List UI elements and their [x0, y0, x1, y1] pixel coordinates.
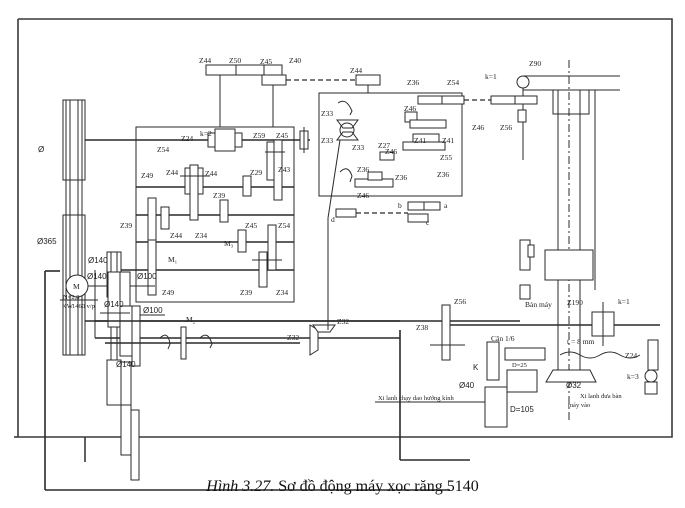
gear-label: Z59 — [253, 131, 265, 140]
gear-label: k=2 — [200, 129, 212, 138]
change-gear-label: d — [331, 215, 335, 224]
spindle-head: Z90 k=1 Z46 Z56 — [95, 59, 620, 420]
gear-label: Z190 — [567, 298, 583, 307]
gear-label: Z36 — [437, 170, 449, 179]
gear-label: Z54 — [447, 78, 459, 87]
gear-label: Z36 — [357, 165, 369, 174]
gear-label: Z24 — [181, 134, 193, 143]
clutch-label: M₁ — [168, 255, 178, 264]
table-cylinder-label-2: máy vào — [568, 402, 590, 409]
gear-label: Z29 — [250, 168, 262, 177]
gear-label: Z45 — [245, 221, 257, 230]
pulley-label: Ø140 — [87, 272, 107, 281]
gear-label: Z46 — [472, 123, 484, 132]
gear-label: Z43 — [278, 165, 290, 174]
figure-caption: Hình 3.27. Sơ đồ động máy xọc răng 5140 — [0, 478, 685, 496]
gear-label: k=3 — [627, 372, 639, 381]
gear-label: Z39 — [120, 221, 132, 230]
pulley-label-365: Ø365 — [37, 237, 57, 246]
gear-label: Z44 — [166, 168, 178, 177]
gear-label: Z45 — [260, 57, 272, 66]
d25-label: D=25 — [512, 362, 527, 369]
gear-label: Z27 — [378, 141, 390, 150]
gear-label: Z34 — [195, 231, 207, 240]
lower-pulleys: Ø140 Ø100 Ø140 Ø100 Ø140 M₂ — [87, 271, 300, 369]
gear-label: Z33 — [321, 136, 333, 145]
indexing-box: Z44 Z33 Z33 Z33 Z27 Z46 Z46 Z46 Z36 Z36 … — [318, 66, 492, 227]
motor-symbol: M — [73, 282, 80, 291]
gear-label: Z38 — [416, 323, 428, 332]
table-mechanism: Z56 Z38 Bàn máy Z190 k=1 Cân 1/6 K t = 8… — [375, 297, 660, 461]
pulley-label: Ø100 — [143, 306, 163, 315]
gear-label: Z33 — [352, 143, 364, 152]
table-label: Bàn máy — [525, 300, 552, 309]
gear-label: Z41 — [414, 136, 426, 145]
bevel-gears-z32: Z32 Z32 — [287, 218, 349, 356]
gear-label: Z44 — [350, 66, 362, 75]
top-gear-train: Z44 Z50 Z45 Z40 — [199, 56, 356, 127]
gear-label: Z44 — [205, 169, 217, 178]
gear-label: Z54 — [157, 145, 169, 154]
pulley-label: Ø140 — [88, 256, 108, 265]
d40-label: Ø40 — [459, 381, 475, 390]
change-gear-label: b — [398, 201, 402, 210]
gear-label: Z49 — [162, 288, 174, 297]
pulley-label: Ø140 — [116, 360, 136, 369]
motor-power: N=2,8 — [63, 294, 80, 301]
k-label: K — [473, 363, 479, 372]
cam-label: Cân 1/6 — [491, 334, 515, 343]
gear-label: Z44 — [199, 56, 211, 65]
clutch-label: M₂ — [186, 315, 196, 324]
gear-label: Z39 — [240, 288, 252, 297]
gear-label: Z56 — [454, 297, 466, 306]
d105-label: D=105 — [510, 405, 534, 414]
gear-label: Z32 — [287, 333, 299, 342]
gear-label: Z33 — [321, 109, 333, 118]
figure-number: Hình 3.27. — [206, 478, 275, 495]
pulley-label-top: Ø — [38, 145, 44, 154]
motor-unit: KW — [62, 303, 74, 310]
gear-label: k=1 — [485, 72, 497, 81]
change-gear-label: a — [444, 201, 448, 210]
gear-label: k=1 — [618, 297, 630, 306]
gear-label: Z90 — [529, 59, 541, 68]
pulley-label: Ø100 — [137, 272, 157, 281]
gear-label: Z34 — [276, 288, 288, 297]
gear-label: Z46 — [385, 147, 397, 156]
gear-label: Z40 — [289, 56, 301, 65]
gear-label: Z45 — [276, 131, 288, 140]
gear-label: Z49 — [141, 171, 153, 180]
gear-label: Z46 — [404, 104, 416, 113]
pitch-label: t = 8 mm — [567, 337, 595, 346]
gear-label: Z56 — [500, 123, 512, 132]
gear-label: Z46 — [357, 191, 369, 200]
table-cylinder-label-1: Xi lanh đưa bàn — [580, 393, 622, 400]
gear-label: Z41 — [442, 136, 454, 145]
gear-label: Z44 — [170, 231, 182, 240]
motor-speed: 1460 v/p — [72, 303, 95, 310]
motor: M N=2,8 KW 1460 v/p — [60, 274, 108, 310]
gear-label: Z36 — [395, 173, 407, 182]
gear-label: Z50 — [229, 56, 241, 65]
gear-label: Z54 — [278, 221, 290, 230]
radial-cylinder-label: Xi lanh chạy dao hướng kính — [378, 395, 454, 402]
drawing-frame — [14, 18, 673, 462]
speed-gearbox: Z24 k=2 Z54 Z44 Z44 Z49 Z39 Z49 Z44 Z34 … — [110, 126, 295, 303]
bearing-right-top — [299, 127, 309, 153]
change-gear-label: c — [426, 218, 430, 227]
pulley-label: Ø140 — [104, 300, 124, 309]
gear-label: Z55 — [440, 153, 452, 162]
gear-label: Z36 — [407, 78, 419, 87]
d32-label: Ø32 — [566, 381, 582, 390]
gear-label: Z24 — [625, 351, 637, 360]
figure-title: Sơ đồ động máy xọc răng 5140 — [278, 478, 479, 495]
clutch-label: M₃ — [224, 239, 234, 248]
gear-label: Z39 — [213, 191, 225, 200]
